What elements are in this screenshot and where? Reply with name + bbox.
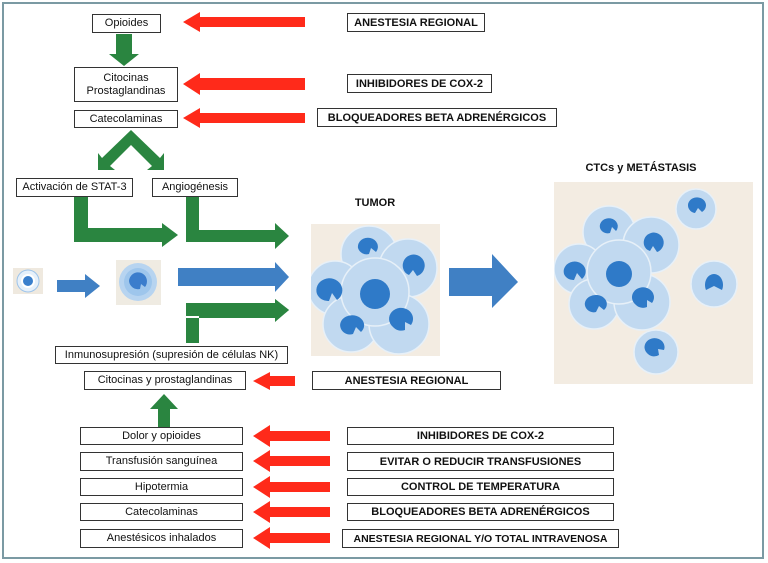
transformed-cell-icon: [119, 263, 157, 301]
green-arrow-up: [150, 394, 178, 428]
intervention-inhibidores-cox2-bottom: INHIBIDORES DE COX-2: [347, 427, 614, 445]
box-citocinas-prostaglandinas: Citocinas Prostaglandinas: [74, 67, 178, 102]
intervention-control-temperatura: CONTROL DE TEMPERATURA: [347, 478, 614, 496]
green-arrow-stat3: [74, 197, 178, 247]
box-opioides: Opioides: [92, 14, 161, 33]
transformed-cell-image: [116, 260, 161, 305]
normal-cell-icon: [16, 269, 40, 293]
green-split-arrow: [98, 130, 164, 170]
factor-transfusion: Transfusión sanguínea: [80, 452, 243, 471]
box-activacion-stat3: Activación de STAT-3: [16, 178, 133, 197]
blue-arrow-long: [178, 262, 289, 292]
metastasis-image: [554, 182, 753, 384]
red-arrow-3: [183, 108, 305, 128]
red-arrow-center: [253, 372, 295, 390]
tumor-image: [311, 224, 440, 356]
box-inmunosupresion: Inmunosupresión (supresión de células NK…: [55, 346, 288, 364]
box-angiogenesis: Angiogénesis: [152, 178, 238, 197]
red-arrow-bottom-5: [253, 527, 330, 549]
box-catecolaminas: Catecolaminas: [74, 110, 178, 128]
factor-anestesicos-inhalados: Anestésicos inhalados: [80, 529, 243, 548]
blue-arrow-small: [57, 274, 100, 298]
intervention-bloqueadores-bottom: BLOQUEADORES BETA ADRENÉRGICOS: [347, 503, 614, 521]
red-arrow-bottom-1: [253, 425, 330, 447]
tumor-cells-icon: [311, 225, 438, 355]
blue-arrow-big: [449, 254, 518, 308]
intervention-anestesia-regional-center: ANESTESIA REGIONAL: [312, 371, 501, 390]
metastasis-cells-icon: [554, 188, 738, 375]
green-arrow-down-1: [109, 34, 139, 66]
normal-cell-image: [13, 268, 43, 294]
factor-hipotermia: Hipotermia: [80, 478, 243, 496]
metastasis-label: CTCs y METÁSTASIS: [585, 162, 697, 174]
red-arrow-bottom-4: [253, 501, 330, 523]
green-arrow-inmuno-head: [186, 299, 289, 322]
intervention-inhibidores-cox2-top: INHIBIDORES DE COX-2: [347, 74, 492, 93]
intervention-anestesia-regional-top: ANESTESIA REGIONAL: [347, 13, 485, 32]
red-arrow-bottom-3: [253, 476, 330, 498]
green-arrow-angiogenesis: [186, 197, 289, 249]
factor-catecolaminas: Catecolaminas: [80, 503, 243, 521]
tumor-label: TUMOR: [354, 197, 396, 209]
box-citocinas-y-prostaglandinas: Citocinas y prostaglandinas: [84, 371, 246, 390]
intervention-evitar-transfusiones: EVITAR O REDUCIR TRANSFUSIONES: [347, 452, 614, 471]
factor-dolor-opioides: Dolor y opioides: [80, 427, 243, 445]
red-arrow-1: [183, 12, 305, 32]
red-arrow-bottom-2: [253, 450, 330, 472]
bottom-red-arrows: [253, 425, 330, 549]
red-arrow-2: [183, 73, 305, 95]
intervention-anestesia-regional-tiva: ANESTESIA REGIONAL Y/O TOTAL INTRAVENOSA: [342, 529, 619, 548]
intervention-bloqueadores-top: BLOQUEADORES BETA ADRENÉRGICOS: [317, 108, 557, 127]
